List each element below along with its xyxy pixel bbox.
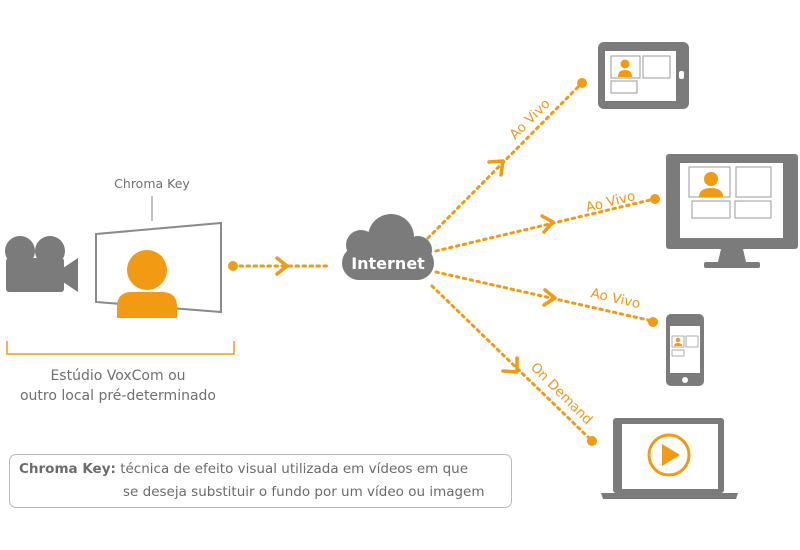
play-icon	[647, 433, 691, 477]
chroma-key-label: Chroma Key	[114, 176, 190, 191]
route-label-live-desktop: Ao Vivo	[584, 188, 637, 216]
definition-line1: Chroma Key: técnica de efeito visual uti…	[19, 461, 468, 477]
route-desktop	[434, 194, 660, 253]
definition-term: Chroma Key:	[19, 461, 116, 477]
route-smartphone	[434, 270, 658, 327]
definition-note-box: Chroma Key: técnica de efeito visual uti…	[9, 454, 512, 508]
route-label-live-smartphone: Ao Vivo	[589, 285, 642, 312]
internet-cloud-icon	[342, 214, 434, 280]
route-tablet	[426, 78, 587, 240]
tablet-icon	[598, 42, 689, 109]
video-camera-icon	[5, 236, 78, 292]
studio-to-internet-arrow	[228, 256, 332, 276]
definition-text-line1: técnica de efeito visual utilizada em ví…	[120, 461, 469, 477]
person-icon	[117, 250, 177, 318]
chroma-key-screen	[95, 221, 222, 318]
definition-text-line2: se deseja substituir o fundo por um víde…	[123, 484, 485, 500]
smartphone-icon	[666, 314, 704, 386]
studio-caption-line2: outro local pré-determinado	[20, 388, 216, 404]
studio-bracket	[6, 341, 235, 355]
internet-label: Internet	[351, 254, 425, 273]
desktop-monitor-icon	[666, 154, 798, 268]
studio-caption-line1: Estúdio VoxCom ou	[50, 368, 185, 384]
route-laptop	[430, 284, 597, 446]
route-label-on-demand-laptop: On Demand	[527, 360, 595, 428]
